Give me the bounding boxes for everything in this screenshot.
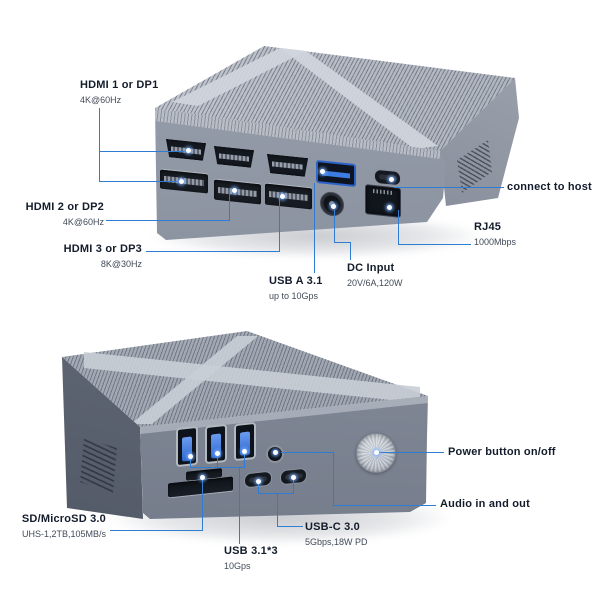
callout-anchor-dot <box>374 450 379 455</box>
callout-subtitle: 20V/6A,120W <box>347 278 403 288</box>
callout-line <box>229 191 230 221</box>
callout-title: HDMI 2 or DP2 <box>25 201 104 213</box>
callout-line <box>239 467 240 544</box>
dp-pins <box>268 191 309 202</box>
callout-title: USB 3.1*3 <box>224 545 278 557</box>
callout-line <box>99 181 181 182</box>
callout-line <box>244 452 245 467</box>
callout-anchor-dot <box>256 479 261 484</box>
usb-tab <box>321 170 351 179</box>
callout-line <box>350 242 351 260</box>
callout-subtitle: up to 10Gps <box>269 291 319 301</box>
hdmi-pins <box>219 153 249 161</box>
callout-title: USB-C 3.0 <box>305 521 360 533</box>
callout-line <box>333 452 334 505</box>
hdmi-pins <box>272 162 303 170</box>
callout-rj45: RJ45 1000Mbps <box>474 221 516 247</box>
usb-a-port-2 <box>205 423 227 465</box>
callout-anchor-dot <box>188 454 193 459</box>
callout-usb-a: USB A 3.1 up to 10Gps <box>269 275 323 301</box>
callout-subtitle: 4K@60Hz <box>80 95 122 105</box>
callout-line <box>334 210 335 242</box>
callout-line <box>398 210 399 244</box>
callout-line <box>99 151 188 152</box>
callout-audio: Audio in and out <box>440 498 530 511</box>
callout-line <box>258 493 294 494</box>
callout-line <box>258 482 259 493</box>
callout-power: Power button on/off <box>448 446 556 459</box>
callout-anchor-dot <box>280 194 285 199</box>
callout-dc-input: DC Input 20V/6A,120W <box>347 262 403 288</box>
callout-title: DC Input <box>347 262 395 274</box>
callout-anchor-dot <box>331 204 336 209</box>
callout-line <box>99 108 100 182</box>
callout-line <box>279 198 280 252</box>
callout-line <box>110 530 203 531</box>
callout-usbc: USB-C 3.0 5Gbps,18W PD <box>305 521 368 547</box>
callout-line <box>314 183 315 273</box>
callout-connect-to-host: connect to host <box>507 181 592 194</box>
callout-line <box>281 452 334 453</box>
callout-title: HDMI 3 or DP3 <box>63 243 142 255</box>
callout-hdmi1: HDMI 1 or DP1 4K@60Hz <box>80 79 158 105</box>
callout-line <box>334 242 351 243</box>
rj45-port <box>365 184 401 218</box>
callout-title: connect to host <box>507 181 592 193</box>
callout-line <box>379 452 444 453</box>
callout-line <box>394 187 504 188</box>
callout-line <box>202 479 203 530</box>
callout-line <box>146 251 280 252</box>
callout-subtitle: 1000Mbps <box>474 237 517 247</box>
callout-subtitle: 8K@30Hz <box>100 259 142 269</box>
callout-line <box>293 478 294 493</box>
callout-subtitle: 5Gbps,18W PD <box>305 537 368 547</box>
callout-hdmi3: HDMI 3 or DP3 8K@30Hz <box>52 243 142 269</box>
callout-anchor-dot <box>232 188 237 193</box>
callout-title: HDMI 1 or DP1 <box>80 79 159 91</box>
callout-anchor-dot <box>242 449 247 454</box>
callout-anchor-dot <box>179 179 184 184</box>
callout-line <box>217 454 218 467</box>
dp-pins <box>217 186 258 197</box>
callout-anchor-dot <box>200 475 205 480</box>
callout-hdmi2: HDMI 2 or DP2 4K@60Hz <box>14 201 104 227</box>
callout-anchor-dot <box>215 451 220 456</box>
callout-sd: SD/MicroSD 3.0 UHS-1,2TB,105MB/s <box>6 513 106 539</box>
callout-subtitle: UHS-1,2TB,105MB/s <box>21 529 106 539</box>
callout-anchor-dot <box>291 475 296 480</box>
callout-anchor-dot <box>186 148 191 153</box>
callout-anchor-dot <box>320 169 325 174</box>
callout-title: USB A 3.1 <box>269 275 323 287</box>
usb-a-port-3 <box>234 421 256 462</box>
callout-title: Audio in and out <box>440 498 530 510</box>
callout-line <box>277 526 303 527</box>
callout-anchor-dot <box>273 450 278 455</box>
callout-subtitle: 10Gps <box>224 561 251 571</box>
usb-a-port-1 <box>176 425 198 468</box>
callout-line <box>190 457 191 467</box>
usb-c-host-port <box>374 168 401 187</box>
callout-line <box>190 467 245 468</box>
callout-title: Power button on/off <box>448 446 556 458</box>
callout-title: SD/MicroSD 3.0 <box>21 513 106 525</box>
callout-usb31: USB 3.1*3 10Gps <box>224 545 278 571</box>
callout-line <box>277 493 278 526</box>
callout-line <box>333 505 436 506</box>
callout-anchor-dot <box>389 177 394 182</box>
callout-line <box>398 244 471 245</box>
rj45-contacts <box>372 189 394 196</box>
callout-subtitle: 4K@60Hz <box>62 217 104 227</box>
callout-title: RJ45 <box>474 221 502 233</box>
callout-anchor-dot <box>387 205 392 210</box>
callout-line <box>106 220 230 221</box>
